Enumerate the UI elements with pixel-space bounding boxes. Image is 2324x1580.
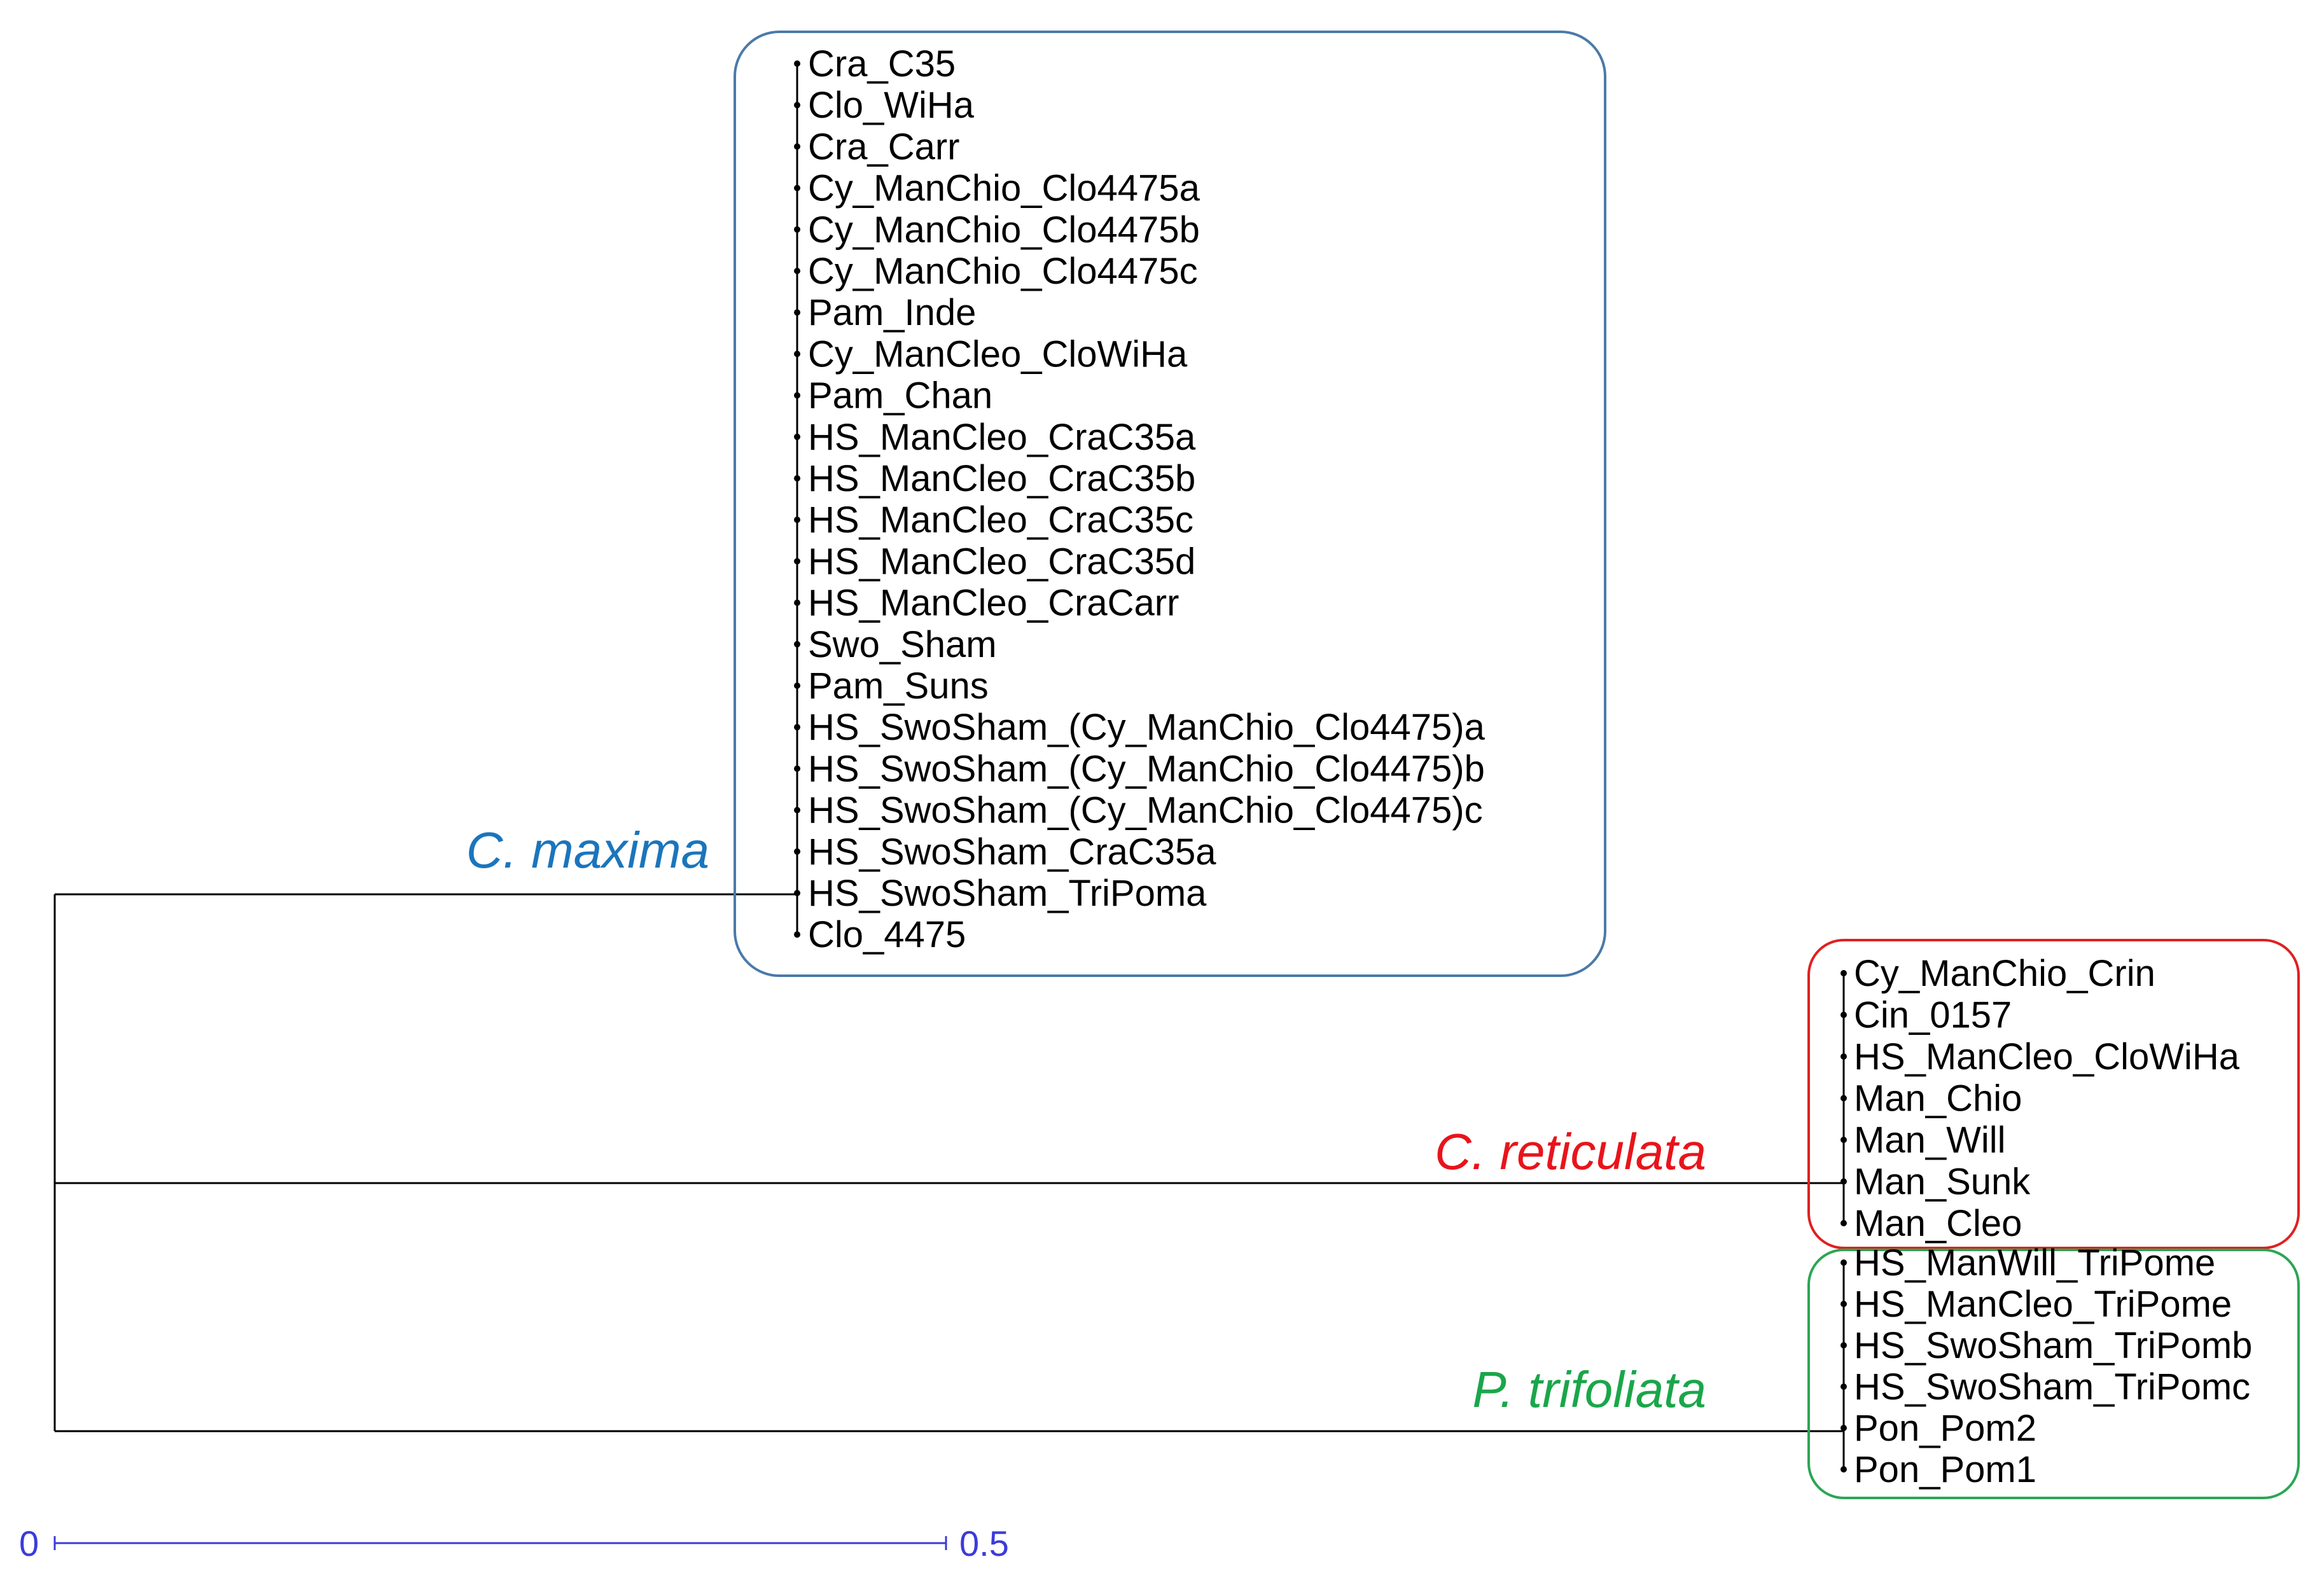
- leaf-label: Man_Will: [1854, 1119, 2006, 1161]
- leaf-node-dot: [794, 268, 800, 274]
- leaf-group-maxima: Cra_C35Clo_WiHaCra_CarrCy_ManChio_Clo447…: [794, 43, 1486, 955]
- leaf-label: Clo_4475: [808, 914, 966, 955]
- leaf-label: Pam_Suns: [808, 665, 989, 707]
- leaf-label: HS_SwoSham_(Cy_ManChio_Clo4475)a: [808, 707, 1486, 748]
- leaf-group-reticulata: Cy_ManChio_CrinCin_0157HS_ManCleo_CloWiH…: [1840, 953, 2240, 1244]
- leaf-label: Pon_Pom2: [1854, 1408, 2036, 1449]
- leaf-node-dot: [1840, 1137, 1847, 1143]
- leaf-node-dot: [794, 807, 800, 814]
- leaf-label: Man_Sunk: [1854, 1161, 2031, 1203]
- clade-box-trifoliata: [1807, 1249, 2300, 1499]
- leaf-label: Pam_Inde: [808, 292, 976, 333]
- leaf-node-dot: [794, 765, 800, 772]
- leaf-label: Cy_ManChio_Clo4475c: [808, 251, 1198, 292]
- clade-title-reticulata: C. reticulata: [1435, 1123, 1706, 1180]
- leaf-node-dot: [794, 60, 800, 67]
- leaf-node-dot: [794, 641, 800, 648]
- leaf-label: Cin_0157: [1854, 995, 2012, 1036]
- leaf-label: HS_SwoSham_(Cy_ManChio_Clo4475)c: [808, 790, 1483, 831]
- leaf-node-dot: [794, 102, 800, 109]
- leaf-label: Clo_WiHa: [808, 85, 975, 126]
- leaf-node-dot: [794, 599, 800, 606]
- leaf-node-dot: [794, 184, 800, 191]
- leaf-node-dot: [794, 226, 800, 233]
- leaf-node-dot: [794, 475, 800, 482]
- leaf-label: Cra_Carr: [808, 126, 960, 167]
- leaf-node-dot: [1840, 1466, 1847, 1473]
- leaf-label: HS_ManCleo_CraCarr: [808, 583, 1179, 624]
- leaf-label: Man_Chio: [1854, 1078, 2022, 1119]
- leaf-group-trifoliata: HS_ManWill_TriPomeHS_ManCleo_TriPomeHS_S…: [1840, 1242, 2252, 1490]
- leaf-label: HS_ManCleo_CraC35d: [808, 541, 1195, 582]
- leaf-label: HS_SwoSham_TriPomb: [1854, 1325, 2252, 1366]
- leaf-node-dot: [1840, 1259, 1847, 1266]
- leaf-label: HS_SwoSham_TriPomc: [1854, 1366, 2250, 1408]
- leaf-node-dot: [794, 516, 800, 523]
- leaf-node-dot: [794, 848, 800, 855]
- leaf-label: Cra_C35: [808, 43, 956, 85]
- leaf-label: HS_ManCleo_CraC35a: [808, 417, 1196, 458]
- clade-box-reticulata: [1807, 939, 2300, 1249]
- leaf-label: HS_ManWill_TriPome: [1854, 1242, 2215, 1284]
- clade-title-maxima: C. maxima: [466, 822, 709, 878]
- leaf-label: Pam_Chan: [808, 375, 992, 417]
- leaf-label: HS_ManCleo_TriPome: [1854, 1284, 2232, 1325]
- leaf-node-dot: [1840, 970, 1847, 976]
- leaf-node-dot: [794, 683, 800, 689]
- leaf-node-dot: [794, 724, 800, 731]
- leaf-label: HS_SwoSham_CraC35a: [808, 831, 1216, 873]
- scale-bar: 0 0.5: [19, 1523, 1009, 1563]
- scale-bar-start-label: 0: [19, 1523, 39, 1563]
- leaf-label: HS_SwoSham_(Cy_ManChio_Clo4475)b: [808, 748, 1485, 789]
- leaf-node-dot: [1840, 1011, 1847, 1018]
- leaf-node-dot: [1840, 1220, 1847, 1226]
- leaf-node-dot: [794, 350, 800, 357]
- leaf-label: HS_SwoSham_TriPoma: [808, 873, 1207, 914]
- clade-title-trifoliata: P. trifoliata: [1472, 1361, 1706, 1418]
- leaf-node-dot: [1840, 1178, 1847, 1185]
- clade-box-maxima: [734, 31, 1606, 977]
- leaf-label: HS_ManCleo_CloWiHa: [1854, 1036, 2240, 1078]
- leaf-node-dot: [794, 890, 800, 896]
- leaf-node-dot: [794, 558, 800, 565]
- leaf-node-dot: [1840, 1342, 1847, 1348]
- leaf-node-dot: [794, 309, 800, 316]
- leaf-node-dot: [1840, 1053, 1847, 1060]
- leaf-label: HS_ManCleo_CraC35b: [808, 458, 1195, 499]
- leaf-node-dot: [794, 931, 800, 938]
- leaf-node-dot: [794, 433, 800, 440]
- leaf-node-dot: [1840, 1383, 1847, 1390]
- leaf-label: Cy_ManChio_Clo4475b: [808, 209, 1200, 251]
- leaf-label: Man_Cleo: [1854, 1203, 2022, 1244]
- leaf-node-dot: [1840, 1301, 1847, 1307]
- scale-bar-end-label: 0.5: [959, 1523, 1009, 1563]
- leaf-label: Cy_ManChio_Crin: [1854, 953, 2155, 994]
- leaf-node-dot: [1840, 1425, 1847, 1431]
- leaf-label: Cy_ManCleo_CloWiHa: [808, 333, 1188, 375]
- leaf-label: HS_ManCleo_CraC35c: [808, 499, 1193, 541]
- leaf-node-dot: [1840, 1095, 1847, 1102]
- leaf-label: Pon_Pom1: [1854, 1449, 2036, 1490]
- leaf-label: Cy_ManChio_Clo4475a: [808, 168, 1200, 209]
- leaf-node-dot: [794, 143, 800, 150]
- leaf-label: Swo_Sham: [808, 624, 997, 665]
- leaf-node-dot: [794, 392, 800, 399]
